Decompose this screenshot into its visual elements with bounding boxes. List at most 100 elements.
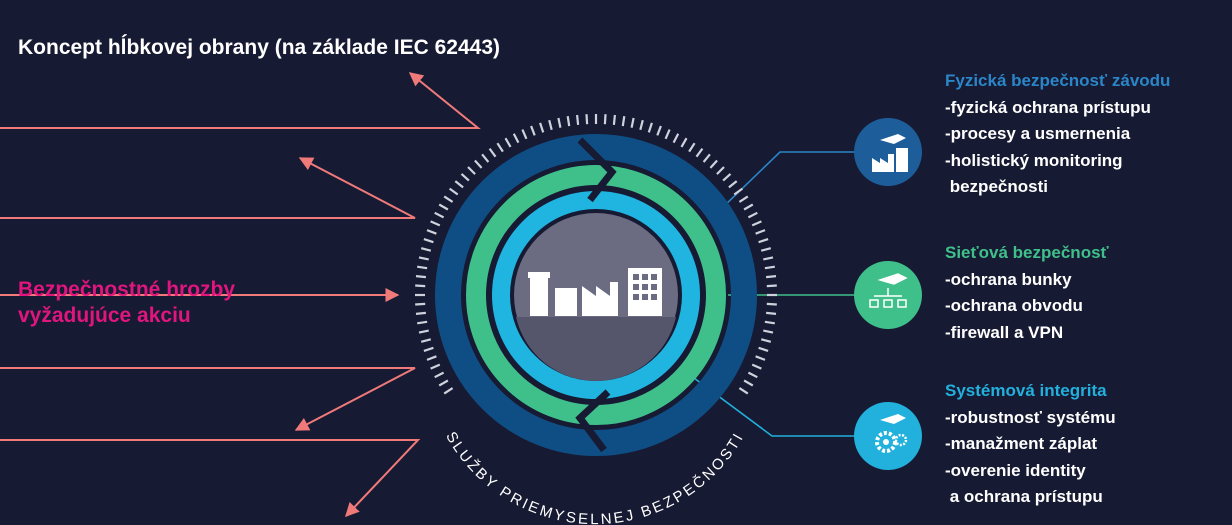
tick-mark xyxy=(430,220,441,227)
tick-mark xyxy=(755,229,766,235)
category-heading: Sieťová bezpečnosť xyxy=(945,243,1109,262)
tick-mark xyxy=(760,247,772,252)
gear-icon xyxy=(875,414,908,453)
category-network: Sieťová bezpečnosť -ochrana bunky -ochra… xyxy=(945,240,1109,346)
tick-mark xyxy=(423,238,434,244)
tick-mark xyxy=(488,147,497,158)
tick-mark xyxy=(760,338,772,343)
tick-mark xyxy=(420,338,432,343)
category-system: Systémová integrita -robustnosť systému … xyxy=(945,378,1116,511)
tick-mark xyxy=(680,137,688,148)
tick-mark xyxy=(758,346,769,352)
tick-mark xyxy=(438,203,449,211)
tick-mark xyxy=(438,379,449,387)
tick-mark xyxy=(765,275,777,279)
ring-break-bottom xyxy=(575,389,611,453)
tick-mark xyxy=(695,147,704,158)
system-icon-circle xyxy=(854,402,922,470)
category-item: a ochrana prístupu xyxy=(945,487,1103,506)
category-item: -firewall a VPN xyxy=(945,322,1064,342)
category-item: -manažment záplat xyxy=(945,434,1098,453)
tick-mark xyxy=(621,116,626,127)
tick-mark xyxy=(728,180,738,189)
tick-mark xyxy=(738,195,749,203)
threat-label-line1: Bezpečnostné hrozby xyxy=(18,278,236,301)
threat-arrow xyxy=(0,367,416,431)
threat-arrow xyxy=(0,72,481,129)
page-title: Koncept hĺbkovej obrany (na základe IEC … xyxy=(18,36,500,59)
tick-mark xyxy=(417,265,428,270)
tick-mark xyxy=(766,284,777,288)
tick-mark xyxy=(672,133,680,144)
tick-mark xyxy=(454,180,464,189)
tick-mark xyxy=(702,153,711,163)
network-icon xyxy=(869,273,908,308)
tick-mark xyxy=(423,346,434,352)
tick-mark xyxy=(467,166,476,175)
threat-arrow xyxy=(0,439,421,518)
tick-mark xyxy=(415,311,427,315)
tick-mark xyxy=(656,125,662,136)
tick-mark xyxy=(434,211,445,219)
ring-break-top xyxy=(577,137,617,203)
tick-mark xyxy=(630,117,635,128)
tick-mark xyxy=(733,187,744,196)
inner-ring xyxy=(492,191,700,399)
tick-mark xyxy=(603,114,607,125)
tick-mark xyxy=(415,284,426,288)
threat-arrow xyxy=(0,157,416,219)
tick-mark xyxy=(747,371,758,379)
tick-mark xyxy=(743,203,754,211)
category-item: -ochrana bunky xyxy=(945,269,1072,289)
tick-mark xyxy=(576,114,580,126)
tick-mark xyxy=(763,329,774,334)
tick-mark xyxy=(548,119,553,131)
tick-mark xyxy=(415,302,426,306)
tick-mark xyxy=(512,133,520,144)
tick-mark xyxy=(766,302,777,306)
tick-mark xyxy=(612,114,616,126)
tick-mark xyxy=(716,166,725,175)
tick-mark xyxy=(434,371,445,379)
tick-mark xyxy=(521,129,528,140)
tick-mark xyxy=(426,229,437,235)
tick-mark xyxy=(709,159,718,169)
tick-mark xyxy=(557,117,562,128)
factory-icon xyxy=(872,134,908,172)
tick-mark xyxy=(647,122,653,133)
tick-mark xyxy=(415,275,427,279)
tick-mark xyxy=(539,122,545,133)
tick-mark xyxy=(474,159,483,169)
category-item: bezpečnosti xyxy=(945,177,1048,196)
tick-mark xyxy=(758,238,769,244)
tick-mark xyxy=(751,363,762,370)
tick-mark xyxy=(764,320,775,325)
category-item: -ochrana obvodu xyxy=(945,296,1083,315)
tick-mark xyxy=(566,116,571,127)
tick-mark xyxy=(763,256,774,261)
tick-mark xyxy=(504,137,512,148)
tick-mark xyxy=(751,220,762,227)
category-heading: Systémová integrita xyxy=(945,381,1107,400)
network-icon-circle xyxy=(854,261,922,329)
tick-mark xyxy=(417,320,428,325)
tick-mark xyxy=(443,195,454,203)
tick-mark xyxy=(664,129,671,140)
tick-ring xyxy=(415,114,777,395)
tick-mark xyxy=(496,142,504,153)
tick-mark xyxy=(639,119,644,131)
tick-mark xyxy=(430,363,441,370)
tick-mark xyxy=(755,355,766,361)
tick-mark xyxy=(420,247,432,252)
tick-mark xyxy=(448,187,459,196)
tick-mark xyxy=(443,387,454,395)
tick-mark xyxy=(426,355,437,361)
core-lower-shade xyxy=(516,317,676,381)
category-item: -fyzická ochrana prístupu xyxy=(945,97,1151,117)
tick-mark xyxy=(418,256,429,261)
tick-mark xyxy=(743,379,754,387)
tick-mark xyxy=(688,142,696,153)
physical-icon-circle xyxy=(854,118,922,186)
tick-mark xyxy=(722,173,732,182)
